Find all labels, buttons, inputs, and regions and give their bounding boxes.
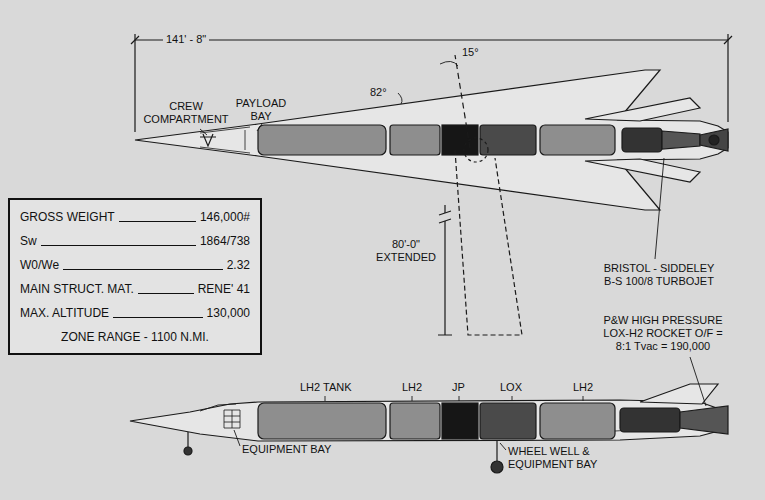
callout-label: CREW COMPARTMENT <box>140 100 232 126</box>
table-row: MAX. ALTITUDE 130,000 <box>20 306 250 321</box>
extended-wing <box>455 150 522 335</box>
leader-line <box>690 357 706 406</box>
turbojet-nozzle <box>662 131 700 149</box>
table-cell: W0/We <box>20 258 59 273</box>
callout-label: EQUIPMENT BAY <box>242 443 331 456</box>
lh2-tank <box>390 403 440 439</box>
leader-line <box>459 396 460 401</box>
fill-line <box>138 292 194 294</box>
spec-table-box: GROSS WEIGHT 146,000# Sw 1864/738W0/We 2.32M… <box>8 198 262 355</box>
dimension-line <box>438 205 452 335</box>
table-row: MAIN STRUCT. MAT. RENE' 41 <box>20 282 250 297</box>
table-cell: 2.32 <box>227 258 250 273</box>
table-row: W0/We 2.32 <box>20 258 250 273</box>
leader-line <box>655 158 664 259</box>
table-row: GROSS WEIGHT 146,000# <box>20 210 250 225</box>
tank-label: LH2 <box>573 381 593 394</box>
angle-text: 82° <box>370 86 387 99</box>
fill-line <box>113 316 202 318</box>
tank-label: JP <box>452 381 465 394</box>
leader-line <box>257 124 262 131</box>
turbojet <box>622 128 662 152</box>
table-cell: MAIN STRUCT. MAT. <box>20 282 134 297</box>
fuselage-line <box>200 127 250 153</box>
jp-tank <box>442 125 478 155</box>
dimension-text: 141' - 8" <box>163 33 209 46</box>
leader-line <box>412 396 413 401</box>
rocket-nozzle <box>700 129 728 151</box>
lh2-tank <box>258 125 386 155</box>
main-gear <box>496 440 497 461</box>
fill-line <box>63 268 223 270</box>
crew-compartment <box>200 134 216 146</box>
table-cell: RENE' 41 <box>198 282 250 297</box>
tank-label: LH2 TANK <box>300 381 352 394</box>
callout-label: P&W HIGH PRESSURE LOX-H2 ROCKET O/F = 8:… <box>596 314 730 353</box>
leader-line <box>234 430 240 446</box>
rocket-nozzle <box>709 135 719 145</box>
callout-label: WHEEL WELL & EQUIPMENT BAY <box>508 445 603 471</box>
leader-line <box>200 129 207 135</box>
horizontal-tail <box>585 98 700 121</box>
table-cell: MAX. ALTITUDE <box>20 306 109 321</box>
tank-label: LH2 <box>402 381 422 394</box>
wing-pivot <box>464 138 488 162</box>
fill-line <box>119 220 196 222</box>
horizontal-tail <box>585 159 700 182</box>
fill-line <box>41 244 196 246</box>
dimension-break <box>439 211 451 223</box>
dimension-text: 80'-0" EXTENDED <box>374 238 438 264</box>
planform-outline <box>135 70 728 210</box>
callout-label: PAYLOAD BAY <box>232 97 290 123</box>
table-row: ZONE RANGE - 1100 N.MI. <box>20 330 250 345</box>
leader-line <box>583 396 584 401</box>
angle-arc <box>398 93 402 104</box>
table-cell: Sw <box>20 234 37 249</box>
table-row: Sw 1864/738 <box>20 234 250 249</box>
lh2-tank <box>540 125 615 155</box>
lh2-tank <box>390 125 440 155</box>
lh2-tank <box>540 403 615 439</box>
lh2-tank <box>258 403 386 439</box>
vertical-tail <box>640 384 718 404</box>
callout-label: BRISTOL - SIDDELEY B-S 100/8 TURBOJET <box>600 262 718 288</box>
equipment-bay <box>224 410 240 428</box>
tank-label: LOX <box>500 381 522 394</box>
table-cell: 130,000 <box>207 306 250 321</box>
lox-tank <box>480 403 536 439</box>
leader-line <box>512 396 513 401</box>
rocket-nozzle <box>680 406 728 434</box>
angle-arc <box>440 61 458 66</box>
side-outline <box>130 400 722 441</box>
table-cell: GROSS WEIGHT <box>20 210 115 225</box>
table-cell: 146,000# <box>200 210 250 225</box>
leader-line <box>500 443 506 450</box>
turbojet <box>620 408 680 432</box>
sweep-line <box>455 55 470 148</box>
dimension-tick <box>131 36 732 44</box>
nose-gear <box>187 432 188 447</box>
table-cell: ZONE RANGE - 1100 N.MI. <box>61 330 209 345</box>
jp-tank <box>442 403 478 439</box>
angle-text: 15° <box>462 46 479 59</box>
table-cell: 1864/738 <box>200 234 250 249</box>
main-wheel <box>491 461 503 473</box>
nose-wheel <box>184 447 192 455</box>
leader-line <box>325 396 326 401</box>
